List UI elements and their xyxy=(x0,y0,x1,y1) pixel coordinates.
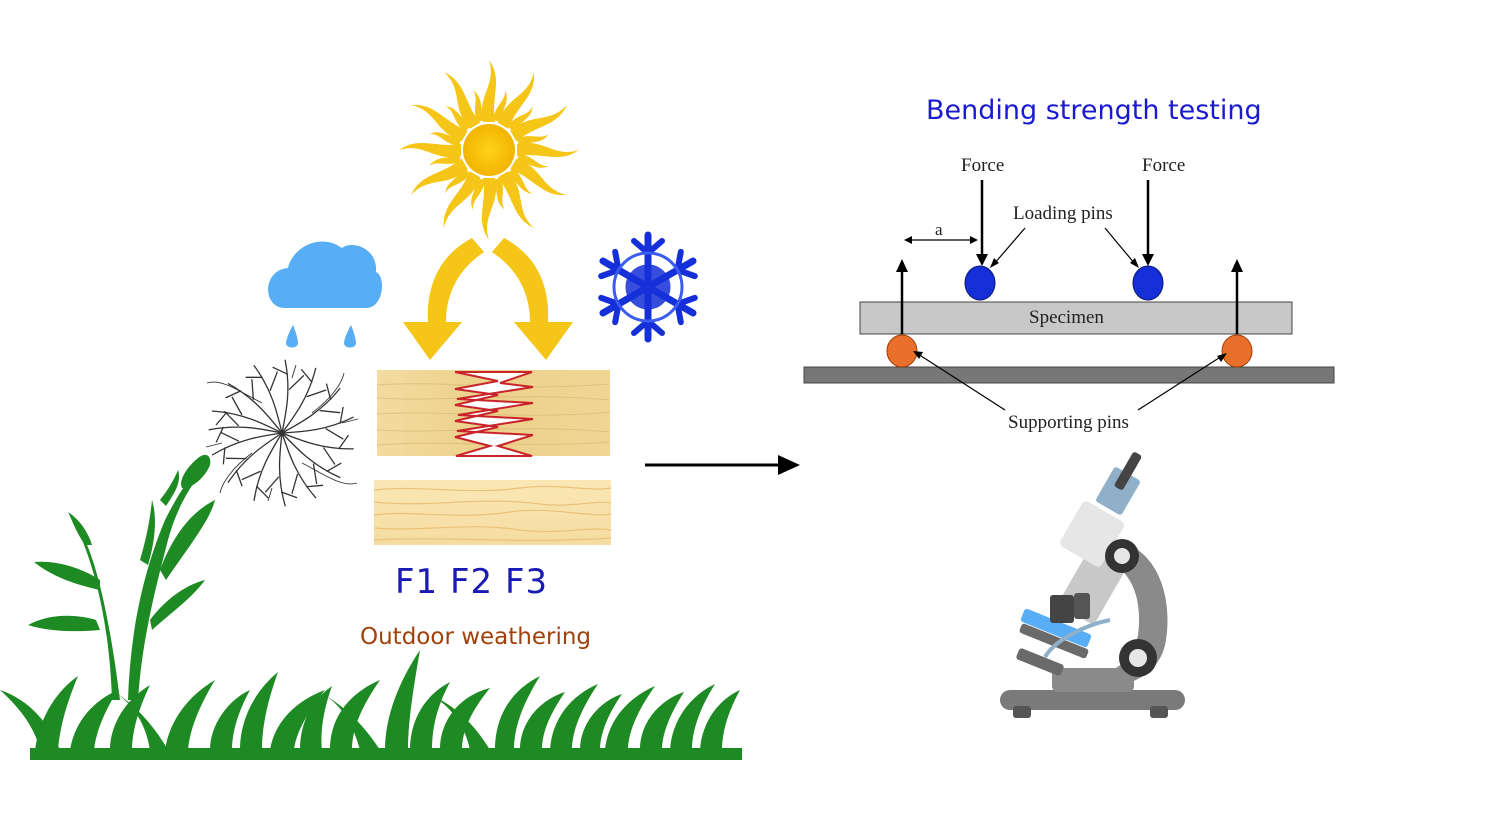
process-arrow xyxy=(645,455,800,475)
grass-icon xyxy=(0,650,742,760)
base-support xyxy=(803,366,1335,384)
samples-label: F1 F2 F3 xyxy=(395,562,549,602)
rain-cloud-icon xyxy=(268,241,382,348)
support-pin-right xyxy=(1221,334,1253,368)
specimen-bar xyxy=(859,301,1293,335)
wood-plank-icon xyxy=(376,370,611,457)
specimen-label: Specimen xyxy=(1029,307,1104,328)
force-label-right: Force xyxy=(1142,155,1186,176)
support-pin-left xyxy=(886,334,918,368)
radiation-arrows xyxy=(403,238,573,360)
snowflake-icon xyxy=(598,231,698,343)
loading-pins-label: Loading pins xyxy=(1013,203,1113,224)
fungus-icon xyxy=(205,359,359,507)
plant-icon xyxy=(28,454,215,700)
supporting-pins-label: Supporting pins xyxy=(1008,412,1129,433)
microscope-icon xyxy=(1000,452,1185,718)
distance-label: a xyxy=(935,220,943,239)
crack-mark xyxy=(454,371,534,457)
loading-pin-left xyxy=(964,265,996,301)
loading-pin-right xyxy=(1132,265,1164,301)
bending-test-schematic xyxy=(803,180,1335,411)
sun-icon xyxy=(399,60,579,240)
process-label: Outdoor weathering xyxy=(360,624,592,650)
force-label-left: Force xyxy=(961,155,1005,176)
diagram-title: Bending strength testing xyxy=(926,95,1262,126)
wood-plank-icon xyxy=(373,480,612,545)
